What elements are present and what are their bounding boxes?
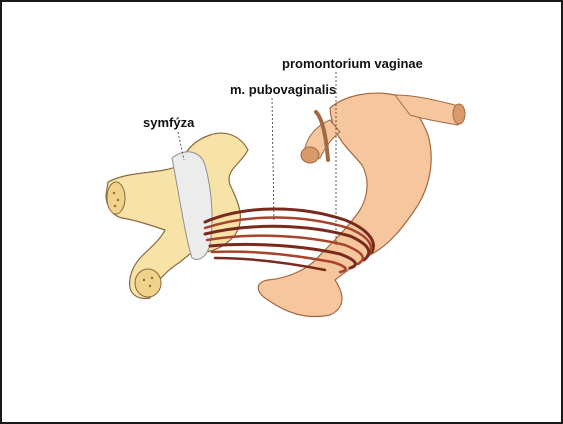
label-promontorium-vaginae: promontorium vaginae: [282, 56, 423, 71]
vagina-body: [258, 93, 465, 316]
leader-pubovaginalis: [272, 98, 274, 222]
label-symfyza: symfýza: [143, 115, 194, 130]
label-pubovaginalis: m. pubovaginalis: [230, 82, 336, 97]
